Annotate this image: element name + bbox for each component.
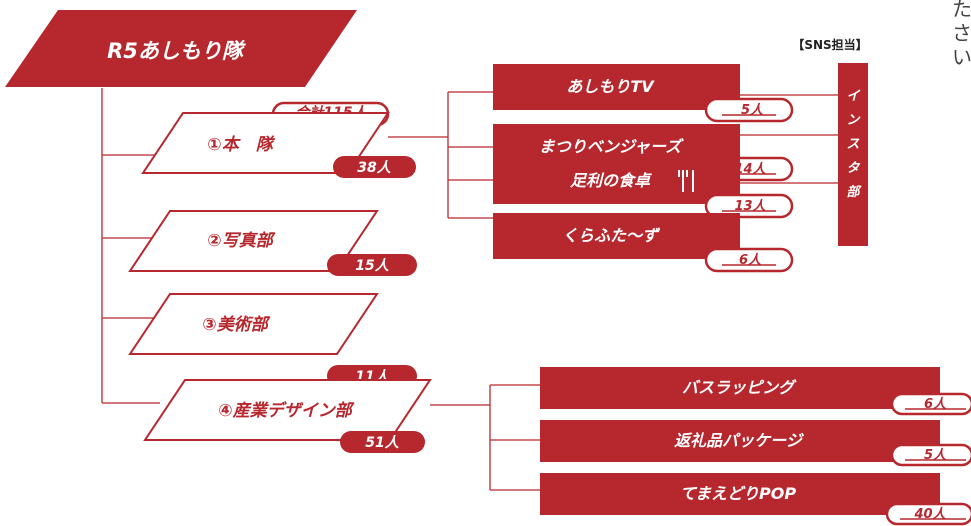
- side-text-2: さ: [952, 21, 971, 45]
- division-design: ④産業デザイン部 51人: [143, 379, 432, 453]
- sns-note: 【SNS担当】: [792, 37, 867, 52]
- group-count: 13人: [734, 198, 766, 214]
- group-count: 6人: [739, 252, 762, 268]
- group-box: [540, 473, 940, 515]
- group-box: [540, 420, 940, 462]
- group-ashikaga-table: 足利の食卓 13人: [493, 158, 794, 219]
- division-box: [128, 293, 379, 355]
- division-label: ②写真部: [207, 231, 275, 251]
- root-box: [5, 10, 357, 87]
- group-label: 足利の食卓: [570, 171, 652, 190]
- group-return-gift-package: 返礼品パッケージ 5人: [540, 420, 971, 467]
- group-count: 5人: [741, 102, 764, 118]
- division-count: 15人: [355, 258, 389, 274]
- group-label: 返礼品パッケージ: [674, 431, 805, 450]
- division-count: 38人: [357, 160, 391, 176]
- division-count: 51人: [365, 435, 399, 451]
- fork-knife-icon: [678, 170, 694, 192]
- division-label: ①本 隊: [207, 135, 275, 155]
- group-count: 6人: [924, 396, 947, 412]
- group-box: [493, 64, 740, 110]
- division-label: ④産業デザイン部: [218, 401, 354, 421]
- side-text-3: い: [952, 45, 971, 69]
- group-label: てまえどりPOP: [680, 484, 797, 503]
- connector-lines: [101, 88, 838, 491]
- count-pill: [327, 254, 417, 276]
- group-label: まつりベンジャーズ: [539, 137, 684, 156]
- group-count: 5人: [924, 447, 947, 463]
- group-box: [540, 367, 940, 409]
- division-photo: ②写真部 15人: [128, 210, 417, 276]
- group-label: バスラッピング: [682, 378, 797, 397]
- group-label: くらふた～ず: [562, 226, 661, 245]
- group-count: 14人: [734, 161, 766, 177]
- group-label: あしもりTV: [566, 77, 655, 96]
- group-bus-wrapping: バスラッピング 6人: [540, 367, 971, 416]
- root-title: R5あしもり隊: [107, 39, 247, 63]
- group-count: 40人: [913, 506, 946, 522]
- group-ashimori-tv: あしもりTV 5人: [493, 64, 794, 123]
- side-text-1: た: [952, 0, 971, 21]
- division-honbu: ①本 隊 38人: [141, 112, 416, 178]
- root-node: R5あしもり隊 合計115人: [5, 10, 390, 127]
- group-box: [493, 213, 740, 259]
- instagram-label: インスタ部: [846, 89, 862, 200]
- division-art: ③美術部 11人: [128, 293, 417, 387]
- instagram-bar: [838, 63, 868, 246]
- count-pill: [340, 431, 425, 453]
- count-pill: [333, 156, 416, 178]
- division-label: ③美術部: [202, 315, 270, 335]
- group-crafters: くらふた～ず 6人: [493, 213, 794, 273]
- group-box: [493, 158, 740, 204]
- group-temaedori-pop: てまえどりPOP 40人: [540, 473, 971, 526]
